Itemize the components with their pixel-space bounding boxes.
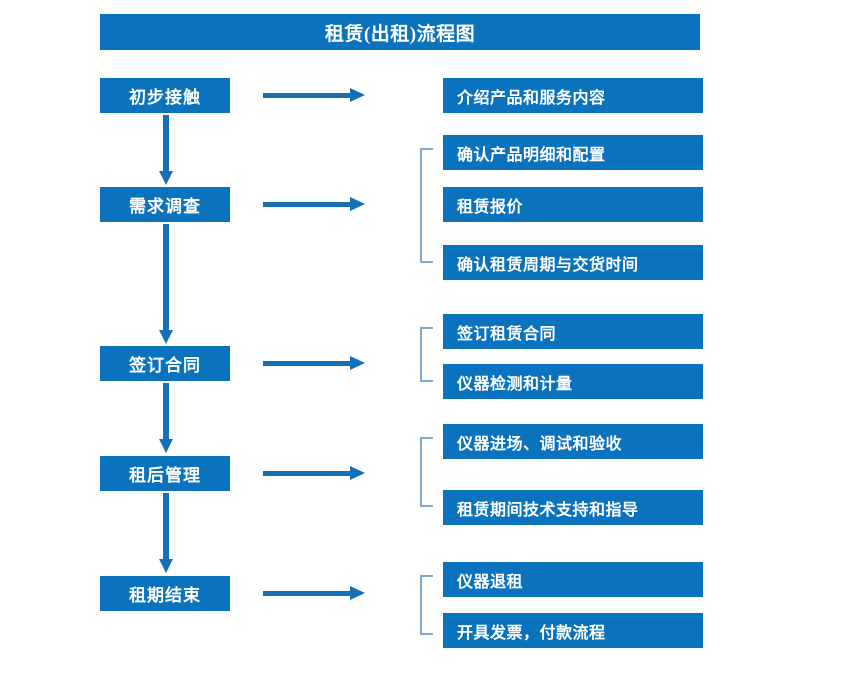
detail-box-10[interactable]: 开具发票，付款流程: [443, 613, 703, 648]
vertical-arrow-3: [159, 383, 173, 453]
horizontal-arrow-5: [263, 586, 365, 600]
horizontal-arrow-3: [263, 356, 365, 370]
stage-box-1[interactable]: 初步接触: [100, 78, 230, 113]
detail-box-7[interactable]: 仪器进场、调试和验收: [443, 424, 703, 459]
stage-box-3[interactable]: 签订合同: [100, 346, 230, 381]
detail-box-1[interactable]: 介绍产品和服务内容: [443, 78, 703, 113]
stage-box-5[interactable]: 租期结束: [100, 576, 230, 611]
diagram-title: 租赁(出租)流程图: [100, 14, 700, 50]
stage-box-2[interactable]: 需求调查: [100, 187, 230, 222]
horizontal-arrow-2: [263, 197, 365, 211]
stage-box-4[interactable]: 租后管理: [100, 456, 230, 491]
group-bracket-2: [420, 327, 433, 382]
vertical-arrow-4: [159, 493, 173, 573]
detail-box-8[interactable]: 租赁期间技术支持和指导: [443, 490, 703, 525]
detail-box-5[interactable]: 签订租赁合同: [443, 314, 703, 349]
detail-box-6[interactable]: 仪器检测和计量: [443, 364, 703, 399]
horizontal-arrow-1: [263, 88, 365, 102]
vertical-arrow-2: [159, 224, 173, 344]
group-bracket-4: [420, 575, 433, 635]
group-bracket-1: [420, 148, 433, 263]
detail-box-2[interactable]: 确认产品明细和配置: [443, 135, 703, 170]
detail-box-4[interactable]: 确认租赁周期与交货时间: [443, 245, 703, 280]
group-bracket-3: [420, 437, 433, 507]
vertical-arrow-1: [159, 115, 173, 185]
horizontal-arrow-4: [263, 466, 365, 480]
detail-box-3[interactable]: 租赁报价: [443, 187, 703, 222]
detail-box-9[interactable]: 仪器退租: [443, 562, 703, 597]
